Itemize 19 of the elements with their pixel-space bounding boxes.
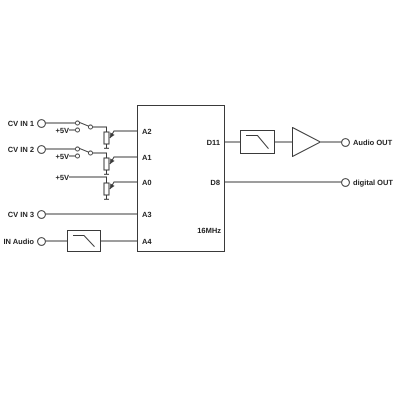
wire: [92, 152, 107, 156]
wire: [110, 130, 138, 138]
amplifier-symbol: [292, 127, 321, 157]
wire: [92, 126, 107, 130]
potentiometer-symbol: [102, 180, 110, 200]
switch-symbol: [75, 146, 93, 159]
wire: [68, 176, 107, 180]
filter-block: [67, 230, 101, 252]
wire: [46, 122, 76, 124]
wire: [100, 240, 138, 242]
switch-symbol: [75, 120, 93, 133]
wire: [110, 182, 138, 190]
potentiometer-symbol: [102, 129, 110, 149]
wire: [46, 240, 68, 242]
microcontroller-block: [137, 105, 225, 252]
wire: [110, 156, 138, 164]
potentiometer-symbol: [102, 155, 110, 175]
wire: [46, 148, 76, 150]
filter-block: [240, 130, 275, 154]
